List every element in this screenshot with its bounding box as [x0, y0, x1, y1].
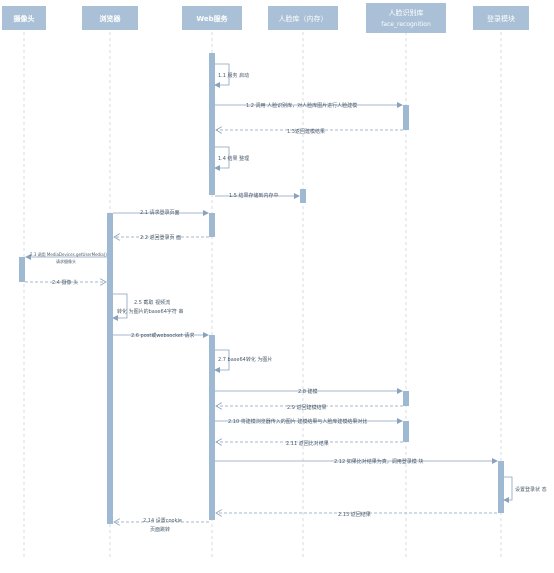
label-2-9: 2.9 返回建模结果	[287, 404, 327, 411]
label-2-14-a: 2.14 设置cookie	[143, 517, 182, 524]
activation-login	[498, 461, 504, 513]
activation-web-3	[209, 335, 215, 520]
arrow-set-login	[503, 476, 513, 503]
label-2-4: 2.4 摄像 头	[52, 279, 78, 286]
label-1-4: 1.4 结果 整理	[218, 155, 249, 162]
label-2-3-a: 2.3 调用 MediaDevices.getUserMedia()	[30, 251, 107, 257]
label-2-10: 2.10 将建模浏览器传入的图片 建模结果与人脸库建模结果对比	[228, 418, 367, 425]
label-2-5-b: 转化 为图片的base64字符 串	[117, 308, 183, 315]
header-camera-label: 摄像头	[14, 14, 35, 23]
activation-recog-2	[403, 391, 409, 406]
header-facelib	[268, 6, 338, 30]
lifelines	[23, 32, 502, 560]
messages: 1.1 服务 启动 1.2 调用 人脸识别库，对人脸库图片进行人脸建模 1.3返…	[25, 63, 547, 533]
header-recog	[366, 3, 446, 33]
label-2-7: 2.7 base64转化 为图片	[218, 356, 272, 363]
label-1-2: 1.2 调用 人脸识别库，对人脸库图片进行人脸建模	[246, 102, 357, 109]
activation-web-1	[209, 53, 215, 195]
label-2-14-b: 页面跳转	[150, 526, 170, 533]
label-2-5-a: 2.5 截取 视频流	[134, 299, 170, 306]
label-1-5: 1.5 结果存储到内存中	[229, 192, 279, 199]
header-login	[473, 6, 529, 30]
arrow-2-7	[214, 349, 230, 373]
label-2-12: 2.12 如果比对结果为真，调用登录模 块	[334, 458, 423, 465]
header-camera	[2, 6, 46, 30]
label-2-6: 2.6 post或websocket 请求	[131, 332, 194, 339]
header-facelib-label: 人脸库（内存）	[279, 14, 328, 23]
activation-recog-3	[403, 421, 409, 442]
header-recog-label-1: 人脸识别库	[389, 8, 424, 17]
activation-browser	[107, 213, 113, 524]
header-login-label: 登录模块	[487, 14, 515, 23]
label-2-3-b: 请求摄像头	[56, 258, 76, 264]
arrow-1-1	[214, 63, 230, 88]
activation-web-2	[209, 213, 215, 237]
arrow-2-5	[112, 293, 128, 321]
activation-recog-1	[403, 105, 409, 130]
header-browser-label: 浏览器	[100, 14, 122, 23]
label-2-8: 2.8 建模	[298, 388, 318, 395]
header-recog-label-2: face_recognition	[381, 21, 431, 28]
participant-headers: 摄像头 浏览器 Web服务 人脸库（内存） 人脸识别库 face_recogni…	[2, 3, 529, 33]
activation-facelib-1	[300, 189, 306, 203]
label-2-1: 2.1 请求登录页面	[140, 209, 180, 216]
label-1-3: 1.3返回建模结果	[287, 128, 325, 135]
label-1-1: 1.1 服务 启动	[218, 72, 249, 79]
label-2-2: 2.2 返回登录页 面	[140, 234, 181, 241]
header-browser	[82, 6, 138, 30]
label-2-11: 2.11 返回比对结果	[286, 440, 329, 447]
header-web-label: Web服务	[196, 14, 228, 23]
label-2-13: 2.13 返回结果	[338, 511, 371, 518]
activations	[19, 53, 504, 524]
arrow-1-4	[214, 146, 230, 171]
header-web	[182, 6, 242, 30]
activation-camera	[19, 257, 25, 282]
label-set-login: 设置登录状 态	[515, 486, 547, 493]
